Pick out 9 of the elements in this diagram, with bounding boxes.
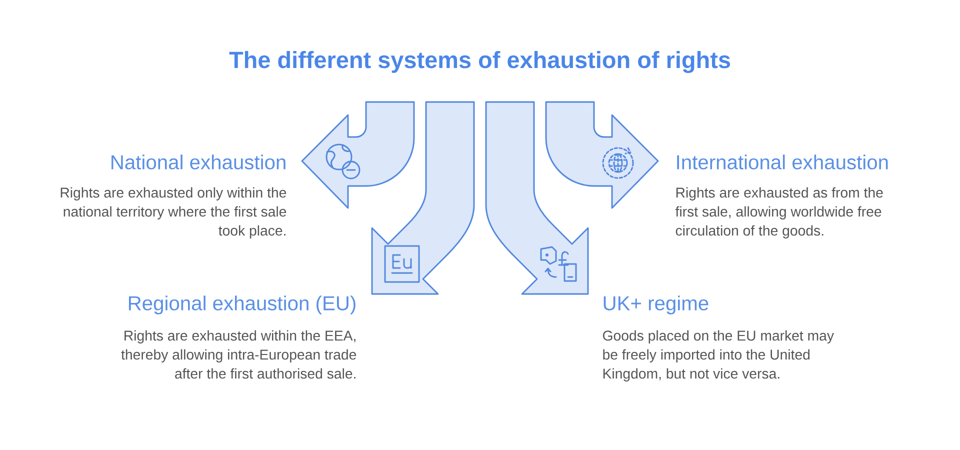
description: Rights are exhausted only within the national territory where the first sale took place. bbox=[60, 187, 286, 238]
heading: International exhaustion bbox=[677, 154, 888, 170]
heading: UK+ regime bbox=[604, 296, 708, 314]
heading: National exhaustion bbox=[112, 154, 286, 170]
title: The different systems of exhaustion of rights bbox=[229, 51, 730, 73]
description: Goods placed on the EU market may be freely imported into the United Kingdom, but not vice versa. bbox=[602, 330, 834, 382]
description: Rights are exhausted within the EEA, thereby allowing intra-European trade after the first authorised sale. bbox=[121, 330, 356, 379]
description: Rights are exhausted as from the first sale, allowing worldwide free circulation of the goods. bbox=[675, 187, 883, 238]
heading: Regional exhaustion (EU) bbox=[128, 296, 356, 314]
